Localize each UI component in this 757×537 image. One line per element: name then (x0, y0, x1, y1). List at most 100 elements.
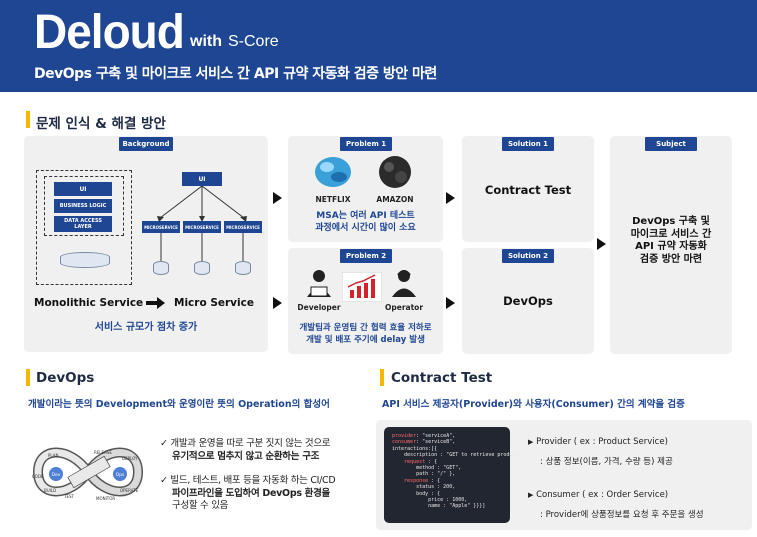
arrow-to-solution2 (446, 297, 455, 309)
micro-ui-box: UI (182, 172, 222, 186)
solution1-panel (462, 136, 594, 242)
subject-panel (610, 136, 732, 354)
check-icon: ✓ (160, 438, 168, 449)
code-key: provider (392, 433, 417, 439)
solution2-pill: Solution 2 (502, 249, 554, 263)
background-panel (24, 136, 268, 352)
developer-icon (307, 270, 331, 297)
chart-growth-icon (342, 272, 382, 302)
code-value: : "serviceB", (416, 439, 456, 446)
microservice-box-2: MICROSERVICE (183, 221, 221, 233)
consumer-description: : Provider에 상품정보를 요청 후 주문을 생성 (540, 510, 704, 520)
operator-icon (392, 270, 416, 297)
mono-ui-box: UI (54, 182, 112, 196)
loop-build-label: BUILD (44, 488, 56, 493)
bullet-icon: ▶ (528, 438, 534, 446)
code-line: description : "GET to retrieve product", (392, 452, 524, 458)
mono-data-box: DATA ACCESS LAYER (54, 216, 112, 232)
code-value: status : 200, (392, 484, 456, 491)
code-value: body : { (392, 490, 441, 497)
arrow-to-subject (597, 238, 606, 250)
loop-code-label: CODE (32, 474, 44, 479)
mono-database-icon (60, 252, 110, 268)
problem1-caption: MSA는 여러 API 테스트 과정에서 시간이 많이 소요 (315, 211, 416, 233)
code-key: response (392, 477, 429, 484)
code-value: : "serviceA", (416, 433, 456, 439)
deloud-logo: Deloud (34, 3, 185, 59)
micro-database-icon-1 (153, 261, 169, 275)
code-value: : { (428, 477, 441, 484)
page-title: DevOps 구축 및 마이크로 서비스 간 API 규약 자동화 검증 방안 … (34, 66, 437, 82)
code-line: price : 1000, (392, 497, 502, 503)
solution2-panel (462, 248, 594, 354)
operator-label: Operator (384, 303, 424, 312)
microservice-box-3: MICROSERVICE (224, 221, 262, 233)
code-value: interactions:[{ (392, 445, 438, 452)
background-caption: 서비스 규모가 점차 증가 (94, 322, 198, 333)
microservice-box-1: MICROSERVICE (142, 221, 180, 233)
contract-title: Contract Test (391, 370, 493, 386)
code-line: name : "Apple" }}}] (392, 503, 502, 509)
code-value: description : "GET to retrieve product", (392, 452, 525, 459)
mono-logic-box: BUSINESS LOGIC (54, 199, 112, 213)
solution2-label: DevOps (503, 294, 553, 308)
loop-deploy-label: DEPLOY (122, 456, 138, 461)
code-value: price : 1000, (392, 497, 468, 504)
code-key: consumer (392, 439, 417, 446)
provider-description: : 상품 정보(이름, 가격, 수량 등) 제공 (540, 457, 673, 467)
section-marker (26, 111, 30, 128)
solution1-label: Contract Test (484, 183, 572, 197)
micro-db-links (160, 233, 244, 261)
code-line: provider: "serviceA", (392, 433, 502, 439)
background-pill: Background (119, 137, 173, 151)
code-value: : { (425, 458, 438, 465)
right-arrow-icon (146, 297, 165, 309)
solution1-pill: Solution 1 (502, 137, 554, 151)
code-key: request (392, 458, 426, 465)
subject-pill: Subject (645, 137, 697, 151)
header-banner: Deloud with S-Core DevOps 구축 및 마이크로 서비스 … (0, 0, 757, 92)
micro-database-icon-2 (194, 261, 210, 275)
micro-database-icon-3 (235, 261, 251, 275)
monolith-outer-frame (36, 170, 132, 285)
code-value: name : "Apple" }}}] (392, 503, 486, 510)
code-line: request : { (392, 459, 502, 465)
bullet-icon: ▶ (528, 491, 534, 499)
loop-monitor-label: MONITOR (96, 496, 115, 501)
loop-operate-label: OPERATE (120, 488, 139, 493)
subject-label: DevOps 구축 및 마이크로 서비스 간 API 규약 자동화 검증 방안 … (630, 216, 712, 265)
devops-point-1: ✓ 개발과 운영을 따로 구분 짓지 않는 것으로 유기적으로 멈추지 않고 순… (160, 438, 331, 462)
problem2-pill: Problem 2 (340, 249, 392, 263)
code-line: response : { (392, 478, 502, 484)
check-icon: ✓ (160, 475, 168, 486)
monolithic-label: Monolithic Service (34, 297, 144, 309)
code-line: method : "GET", (392, 465, 502, 471)
provider-heading: ▶ Provider ( ex : Product Service) (528, 437, 668, 447)
loop-ops-label: Ops (116, 472, 125, 478)
loop-test-label: TEST (63, 494, 75, 499)
micro-service-label: Micro Service (174, 297, 254, 309)
code-line: status : 200, (392, 484, 502, 490)
code-value: method : "GET", (392, 465, 462, 472)
netflix-label: NETFLIX (315, 195, 351, 204)
score-logo: S-Core (228, 33, 279, 50)
devops-point-2: ✓ 빌드, 테스트, 배포 등을 자동화 하는 CI/CD 파이프라인을 도입하… (160, 475, 336, 511)
loop-dev-label: Dev (52, 472, 61, 478)
code-line: body : { (392, 491, 502, 497)
devops-infinity-loop-icon: Dev Ops PLAN CODE BUILD TEST RELEASE DEP… (32, 447, 144, 501)
devops-title: DevOps (36, 370, 95, 386)
arrow-to-problem1 (273, 192, 282, 204)
problem1-panel (288, 136, 443, 242)
micro-arrows (157, 186, 247, 222)
amazon-label: AMAZON (376, 195, 414, 204)
netflix-logo-icon (315, 157, 351, 187)
contract-code-block: provider: "serviceA",consumer: "serviceB… (384, 427, 524, 523)
consumer-heading: ▶ Consumer ( ex : Order Service) (528, 490, 669, 500)
contract-subtitle: API 서비스 제공자(Provider)와 사용자(Consumer) 간의 … (382, 399, 685, 410)
devops-subtitle: 개발이라는 뜻의 Development와 운영이란 뜻의 Operation의… (28, 399, 330, 410)
code-line: path : "/" }, (392, 471, 502, 477)
devops-marker (26, 369, 30, 386)
arrow-to-problem2 (273, 297, 282, 309)
problem2-caption: 개발팀과 운영팀 간 협력 효율 저하로 개발 및 배포 주기에 delay 발… (299, 323, 432, 345)
developer-label: Developer (297, 303, 341, 312)
